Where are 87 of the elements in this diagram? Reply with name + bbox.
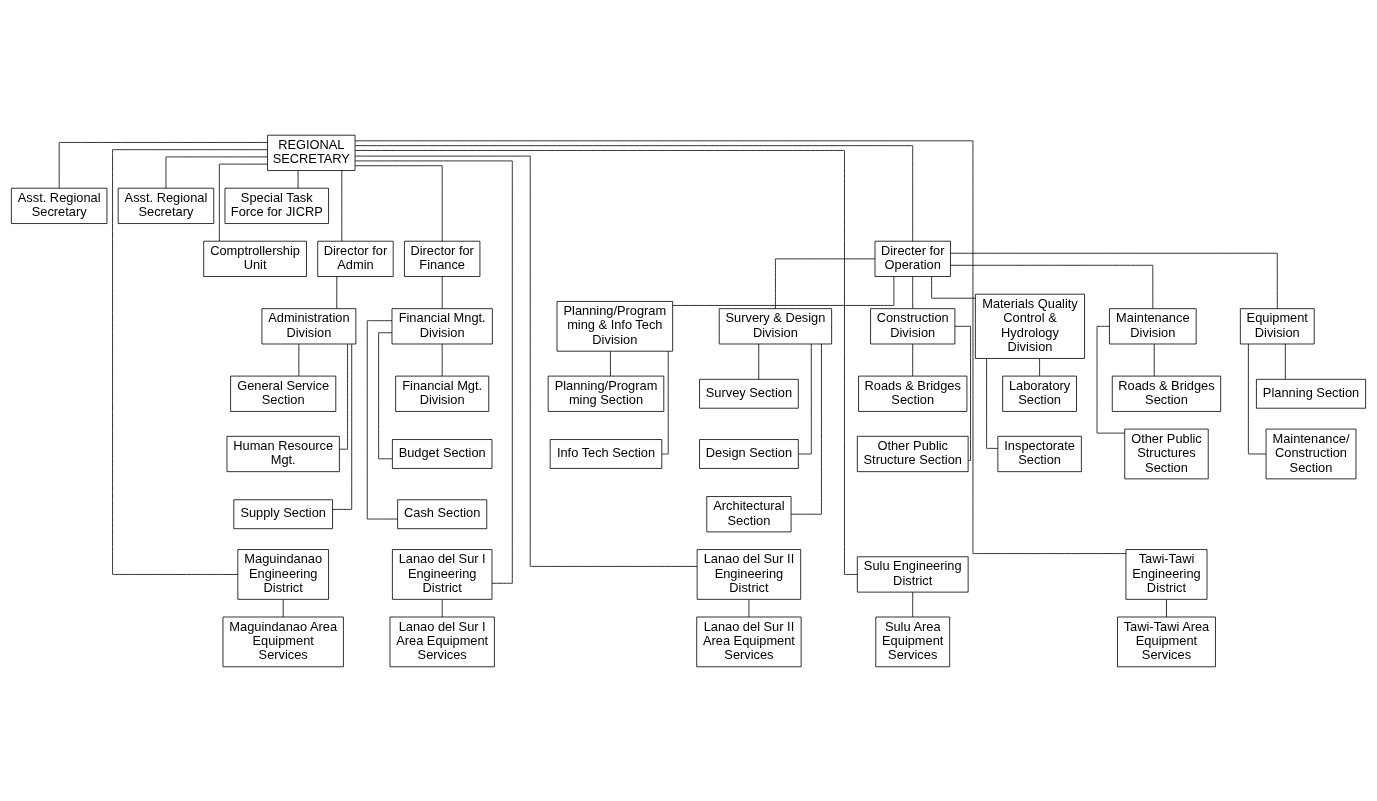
connector — [165, 156, 268, 189]
connector — [339, 343, 348, 450]
node-box: Financial Mngt. Division — [391, 307, 493, 344]
node-box: Survery & Design Division — [718, 307, 833, 344]
connector — [354, 144, 914, 242]
node-box: Inspectorate Section — [997, 435, 1082, 472]
node-box: Sulu Area Equipment Services — [875, 616, 951, 667]
connector — [441, 275, 443, 309]
connector — [912, 343, 914, 376]
connector — [354, 155, 698, 567]
node-box: Human Resource Mgt. — [226, 435, 340, 472]
node-box: Cash Section — [397, 498, 488, 529]
connector — [610, 350, 611, 376]
node-box: Lanao del Sur II Area Equipment Services — [696, 616, 802, 667]
node-box: Budget Section — [392, 438, 493, 469]
node-box: Roads & Bridges Section — [1111, 375, 1222, 412]
connector — [950, 252, 1278, 309]
connector — [354, 164, 443, 242]
node-box: Maintenance Division — [1109, 307, 1197, 344]
node-box: Sulu Engineering District — [856, 555, 969, 592]
connector — [378, 331, 393, 459]
node-box: Materials Quality Control & Hydrology Division — [974, 293, 1085, 359]
node-box: Asst. Regional Secretary — [117, 187, 215, 224]
connector — [775, 257, 876, 309]
node-box: Other Public Structures Section — [1124, 428, 1209, 479]
node-box: Director for Finance — [404, 240, 481, 277]
connector — [986, 357, 999, 449]
connector — [441, 598, 443, 617]
connector — [112, 148, 268, 575]
connector — [1284, 343, 1286, 380]
connector — [748, 598, 750, 617]
connector — [354, 139, 1127, 554]
node-box: Directer for Operation — [874, 240, 951, 277]
connector — [912, 275, 914, 309]
connector — [282, 598, 284, 617]
node-box: Equipment Division — [1239, 307, 1315, 344]
connector — [1153, 343, 1155, 376]
node-box: Lanao del Sur I Engineering District — [392, 548, 493, 600]
node-box: REGIONAL SECRETARY — [267, 134, 356, 171]
node-box: Supply Section — [233, 498, 333, 529]
node-box: Laboratory Section — [1002, 375, 1077, 412]
connector — [58, 141, 268, 189]
node-box: Special Task Force for JICRP — [224, 187, 329, 224]
connector — [336, 275, 338, 309]
node-box: Maguindanao Area Equipment Services — [222, 616, 344, 667]
connector — [797, 343, 812, 454]
node-box: Roads & Bridges Section — [858, 375, 968, 412]
node-box: Director for Admin — [317, 240, 394, 277]
connector — [758, 343, 760, 380]
connector — [912, 591, 914, 617]
connector — [790, 343, 822, 515]
node-box: Administration Division — [261, 307, 357, 344]
node-box: Survey Section — [699, 378, 799, 409]
node-box: Comptrollership Unit — [203, 240, 307, 277]
node-box: Maguindanao Engineering District — [237, 548, 329, 600]
node-box: Tawi-Tawi Area Equipment Services — [1117, 616, 1216, 667]
connector — [1166, 598, 1167, 617]
node-box: Planning/Program ming Section — [547, 375, 665, 412]
node-box: Construction Division — [870, 307, 956, 344]
connector — [298, 343, 300, 376]
connector — [341, 169, 343, 241]
connector — [954, 325, 971, 461]
node-box: Lanao del Sur I Area Equipment Services — [389, 616, 495, 667]
connector — [1096, 325, 1125, 433]
connector — [672, 275, 895, 306]
connector — [661, 350, 669, 454]
connector — [1039, 357, 1040, 376]
node-box: Planning/Program ming & Info Tech Division — [556, 300, 674, 352]
node-box: Architectural Section — [706, 495, 792, 532]
node-box: Lanao del Sur II Engineering District — [696, 548, 802, 600]
node-box: Asst. Regional Secretary — [11, 187, 108, 224]
connector — [441, 343, 443, 376]
connector — [218, 163, 268, 241]
connector — [297, 169, 299, 188]
node-box: Design Section — [699, 438, 799, 469]
node-box: Other Public Structure Section — [856, 435, 969, 472]
node-box: Financial Mgt. Division — [395, 375, 490, 412]
connector — [354, 160, 513, 584]
connector — [332, 343, 353, 510]
node-box: Info Tech Section — [549, 438, 663, 469]
node-box: Maintenance/ Construction Section — [1265, 428, 1357, 479]
connector — [931, 275, 976, 299]
connector — [366, 319, 398, 519]
connector — [950, 264, 1154, 309]
node-box: General Service Section — [230, 375, 337, 412]
node-box: Planning Section — [1256, 378, 1366, 409]
node-box: Tawi-Tawi Engineering District — [1125, 548, 1208, 600]
